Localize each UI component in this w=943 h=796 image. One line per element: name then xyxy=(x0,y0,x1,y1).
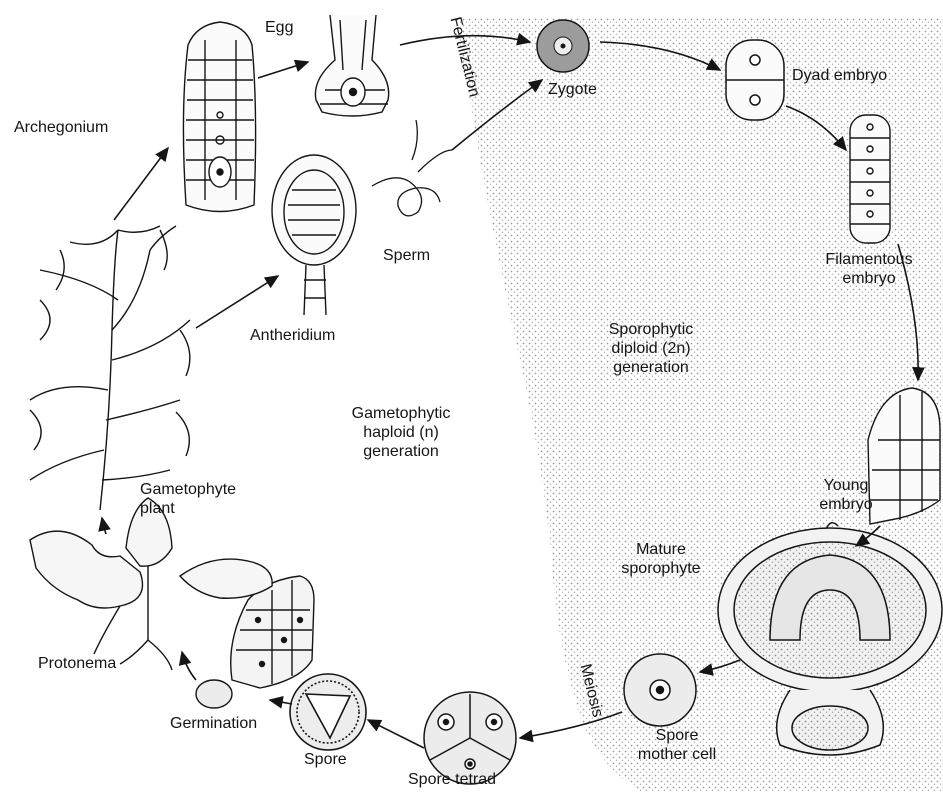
dyad-embryo-drawing xyxy=(726,40,784,120)
young-embryo-label: Young embryo xyxy=(786,476,906,514)
spore-drawing xyxy=(290,674,366,750)
zygote-drawing xyxy=(537,20,589,72)
archegonium-label: Archegonium xyxy=(14,118,108,137)
germination-label: Germination xyxy=(170,714,257,733)
sporophytic-line3: generation xyxy=(586,358,716,377)
sperm-drawing xyxy=(372,120,452,216)
spore-mother-cell-label: Spore mother cell xyxy=(622,726,732,764)
antheridium-label: Antheridium xyxy=(250,326,335,345)
young-embryo-line2: embryo xyxy=(786,495,906,514)
sperm-label: Sperm xyxy=(383,246,430,265)
young-embryo-line1: Young xyxy=(786,476,906,495)
filamentous-embryo-drawing xyxy=(850,115,890,243)
spore-mother-cell-line1: Spore xyxy=(622,726,732,745)
mature-sporophyte-line1: Mature xyxy=(606,540,716,559)
gametophyte-plant-drawing xyxy=(30,226,190,510)
egg-drawing xyxy=(315,15,388,116)
egg-label: Egg xyxy=(265,18,293,37)
sporophytic-generation-label: Sporophytic diploid (2n) generation xyxy=(586,320,716,377)
mature-sporophyte-line2: sporophyte xyxy=(606,559,716,578)
filamentous-embryo-label-line2: embryo xyxy=(814,269,924,288)
gametophytic-generation-label: Gametophytic haploid (n) generation xyxy=(336,404,466,461)
spore-tetrad-label: Spore tetrad xyxy=(408,770,496,789)
gametophytic-line1: Gametophytic xyxy=(336,404,466,423)
archegonium-drawing xyxy=(183,22,255,212)
gametophytic-line3: generation xyxy=(336,442,466,461)
gametophyte-plant-line2: plant xyxy=(140,499,236,518)
spore-label: Spore xyxy=(304,750,347,769)
spore-mother-cell-line2: mother cell xyxy=(622,745,732,764)
dyad-embryo-label: Dyad embryo xyxy=(792,66,887,85)
filamentous-embryo-label: Filamentous embryo xyxy=(814,250,924,288)
antheridium-drawing xyxy=(272,155,356,315)
mature-sporophyte-label: Mature sporophyte xyxy=(606,540,716,578)
spore-mother-cell-drawing xyxy=(624,654,696,726)
gametophytic-line2: haploid (n) xyxy=(336,423,466,442)
gametophyte-plant-line1: Gametophyte xyxy=(140,480,236,499)
sporophytic-line1: Sporophytic xyxy=(586,320,716,339)
zygote-label: Zygote xyxy=(548,80,597,99)
gametophyte-plant-label: Gametophyte plant xyxy=(140,480,236,518)
filamentous-embryo-label-line1: Filamentous xyxy=(814,250,924,269)
protonema-label: Protonema xyxy=(38,654,116,673)
sporophytic-line2: diploid (2n) xyxy=(586,339,716,358)
